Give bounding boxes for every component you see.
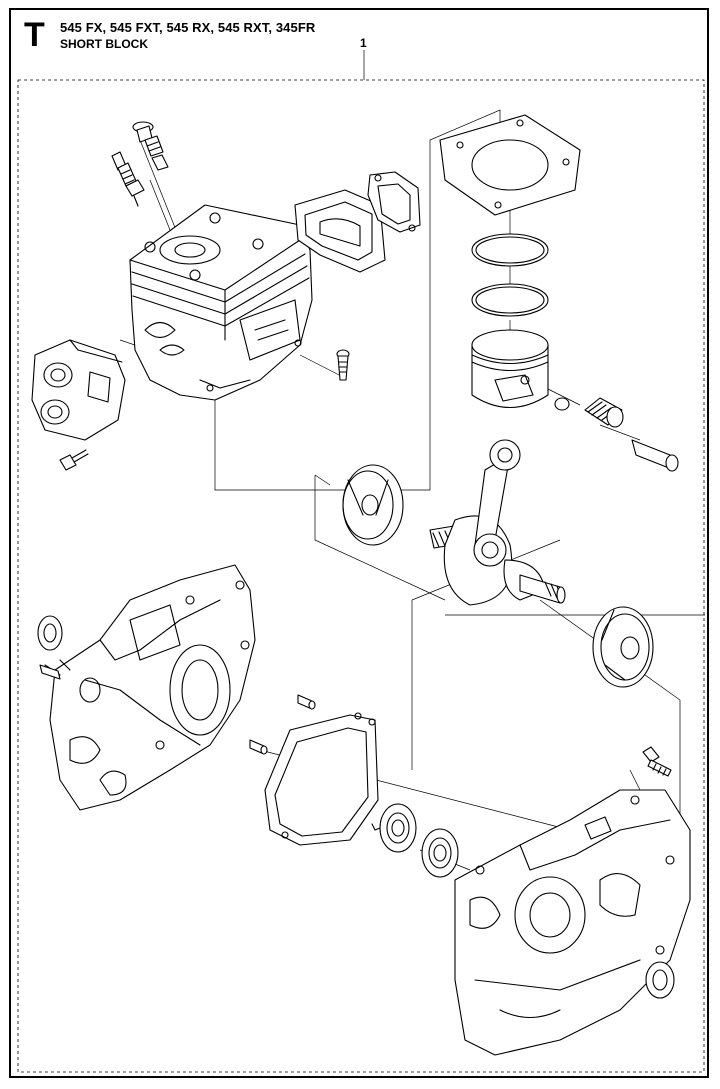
crank-web-right [592,606,654,688]
crankcase-left [39,564,256,811]
intake-flange [31,339,126,441]
callout-number-1: 1 [360,36,367,50]
spark-plug [111,151,145,207]
cylinder [129,204,313,401]
crank-web-left [342,464,404,546]
oil-seal-left [37,615,63,651]
model-list: 545 FX, 545 FXT, 545 RX, 545 RXT, 345FR [60,20,316,35]
bearing-2 [421,828,459,878]
circlip [554,397,570,411]
crankcase-screw [642,746,672,777]
needle-bearing [584,397,624,428]
exhaust-gasket [294,171,421,273]
decompression-valve [132,121,169,171]
cylinder-gasket [439,114,581,216]
crankshaft [429,439,566,606]
assembly-boundary [17,79,705,1073]
cylinder-screw [336,349,350,381]
bearing-1 [371,803,417,853]
section-letter: T [24,16,45,54]
dowel-pins [249,694,316,755]
oil-seal-right [645,961,675,999]
page-border [9,8,709,1078]
assembly-title: SHORT BLOCK [60,37,148,51]
piston-pin [631,439,679,472]
crankcase-gasket [264,712,379,846]
piston [471,329,549,409]
piston-rings [471,233,549,317]
intake-screw [59,449,89,471]
crankcase-right [454,789,691,1056]
